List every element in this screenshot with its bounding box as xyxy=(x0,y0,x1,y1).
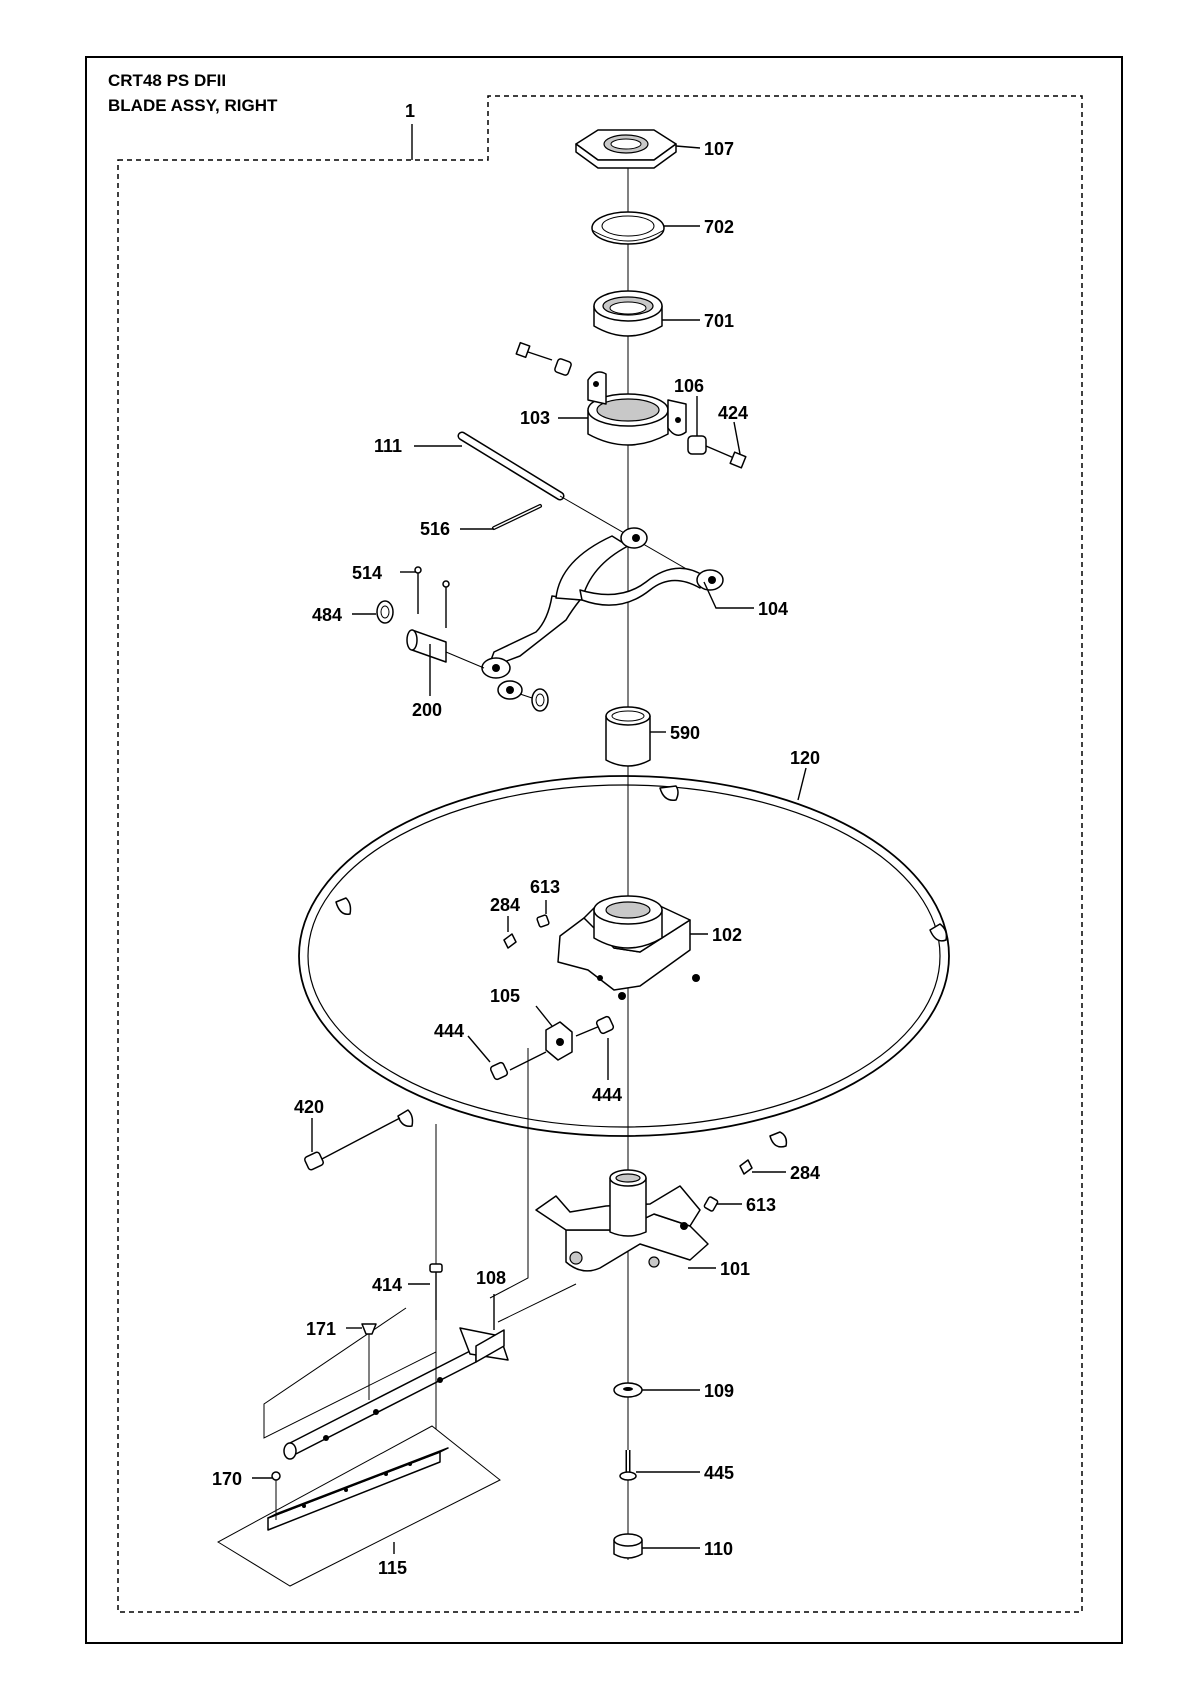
callout-516: 516 xyxy=(420,519,450,539)
cap-110 xyxy=(613,1533,643,1559)
routing-line-b xyxy=(489,1048,529,1299)
hex-nut-107 xyxy=(575,129,677,169)
callout-414: 414 xyxy=(372,1275,402,1295)
grease-fitting-613-lower xyxy=(703,1196,719,1212)
callout-424: 424 xyxy=(718,403,748,423)
bolt-445 xyxy=(619,1450,637,1481)
washer-109 xyxy=(613,1382,643,1398)
callout-115: 115 xyxy=(378,1558,407,1578)
callout-484: 484 xyxy=(312,605,342,625)
bolt-444-right xyxy=(575,1015,615,1037)
assembly-boundary xyxy=(117,95,1083,1613)
callout-445: 445 xyxy=(704,1463,734,1483)
bolt-414 xyxy=(429,1263,443,1452)
screw-170 xyxy=(271,1471,281,1520)
sleeve-590 xyxy=(605,706,651,767)
callout-106: 106 xyxy=(674,376,704,396)
callout-284-lower: 284 xyxy=(790,1163,820,1183)
hub-102 xyxy=(557,895,700,1000)
bolt-420 xyxy=(304,1117,401,1171)
cotter-pin-516 xyxy=(492,504,542,530)
washer-484 xyxy=(376,600,394,624)
callout-109: 109 xyxy=(704,1381,734,1401)
cap-284-lower xyxy=(739,1159,753,1175)
callout-613-upper: 613 xyxy=(530,877,560,897)
model-title: CRT48 PS DFII xyxy=(108,71,226,90)
routing-line-c xyxy=(497,1283,577,1323)
callout-111: 111 xyxy=(374,436,402,456)
callout-590: 590 xyxy=(670,723,700,743)
callout-103: 103 xyxy=(520,408,550,428)
callout-104: 104 xyxy=(758,599,788,619)
bolt-444-left xyxy=(489,1051,547,1081)
callout-444-right: 444 xyxy=(592,1085,622,1105)
callout-120: 120 xyxy=(790,748,820,768)
callout-110: 110 xyxy=(704,1539,733,1559)
callout-171: 171 xyxy=(306,1319,336,1339)
callout-420: 420 xyxy=(294,1097,324,1117)
callout-444-left: 444 xyxy=(434,1021,464,1041)
clamp-105 xyxy=(545,1021,573,1061)
callout-170: 170 xyxy=(212,1469,242,1489)
shaft-108 xyxy=(283,1327,509,1460)
callout-102: 102 xyxy=(712,925,742,945)
grease-fitting-613-upper xyxy=(536,914,550,928)
arm-104 xyxy=(481,527,724,700)
callout-514: 514 xyxy=(352,563,382,583)
callout-702: 702 xyxy=(704,217,734,237)
callout-200: 200 xyxy=(412,700,442,720)
washer-lower-arm xyxy=(519,688,549,712)
pin-200 xyxy=(406,629,485,669)
ring-120 xyxy=(298,775,950,1148)
callout-101: 101 xyxy=(720,1259,750,1279)
spindle-housing-101 xyxy=(535,1169,709,1272)
bolt-424 xyxy=(705,445,747,469)
cap-284-upper xyxy=(503,933,517,949)
bushing-106 xyxy=(687,435,707,455)
assembly-title: BLADE ASSY, RIGHT xyxy=(108,96,278,115)
outer-frame xyxy=(85,56,1123,1644)
housing-103 xyxy=(587,371,687,446)
blade-plate-115 xyxy=(216,1425,501,1587)
pins-514 xyxy=(414,566,450,628)
callout-108: 108 xyxy=(476,1268,506,1288)
callout-284-upper: 284 xyxy=(490,895,520,915)
assembly-number: 1 xyxy=(405,101,415,121)
bolt-upper-left xyxy=(515,341,572,376)
callout-613-lower: 613 xyxy=(746,1195,776,1215)
washer-702 xyxy=(591,211,665,245)
callout-107: 107 xyxy=(704,139,734,159)
callout-105: 105 xyxy=(490,986,520,1006)
callout-701: 701 xyxy=(704,311,734,331)
bearing-701 xyxy=(593,290,663,337)
grease-fitting-171 xyxy=(361,1323,377,1400)
